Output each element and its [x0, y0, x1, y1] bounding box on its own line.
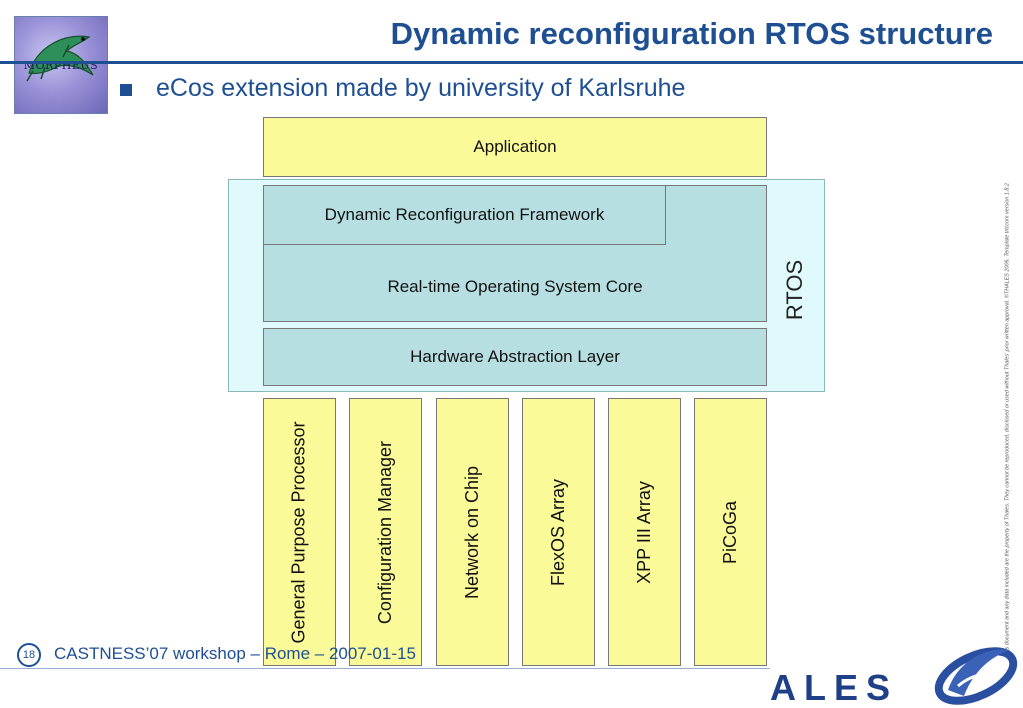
hardware-box: Network on Chip	[436, 398, 509, 666]
disclaimer: This document and any data included are …	[988, 183, 1023, 657]
rtos-side-label: RTOS	[770, 250, 820, 330]
hardware-label: Configuration Manager	[375, 440, 395, 624]
page-number: 18	[17, 643, 41, 667]
framework-box: Dynamic Reconfiguration Framework	[263, 185, 666, 245]
application-label: Application	[473, 137, 557, 156]
bullet-text: eCos extension made by university of Kar…	[156, 74, 686, 102]
page-title: Dynamic reconfiguration RTOS structure	[390, 16, 993, 51]
application-box: Application	[263, 117, 767, 177]
hardware-box: XPP III Array	[608, 398, 681, 666]
rtos-label: RTOS	[782, 259, 808, 321]
core-label: Real-time Operating System Core	[387, 277, 643, 296]
footer-rule	[0, 668, 770, 669]
lizard-icon	[26, 35, 94, 82]
morpheus-logo: MORPHEUS	[14, 16, 108, 114]
header-rule	[0, 61, 1023, 64]
footer-text: CASTNESS’07 workshop – Rome – 2007-01-15	[54, 644, 416, 663]
hardware-label: PiCoGa	[720, 500, 740, 564]
hardware-box: PiCoGa	[694, 398, 767, 666]
hal-box: Hardware Abstraction Layer	[263, 328, 767, 386]
bullet-square-icon	[120, 84, 132, 96]
hardware-box: Configuration Manager	[349, 398, 422, 666]
core-label-area: Real-time Operating System Core	[263, 252, 767, 322]
hardware-label: FlexOS Array	[548, 478, 568, 586]
framework-label: Dynamic Reconfiguration Framework	[324, 205, 605, 224]
thales-swirl-logo-icon	[934, 647, 1018, 705]
hardware-box: General Purpose Processor	[263, 398, 336, 666]
disclaimer-text: This document and any data included are …	[1004, 183, 1011, 657]
hardware-label: General Purpose Processor	[289, 420, 310, 644]
hardware-box: FlexOS Array	[522, 398, 595, 666]
hardware-label: Network on Chip	[462, 465, 482, 599]
hardware-label: XPP III Array	[634, 480, 654, 584]
brand-wordmark: ALES	[770, 667, 899, 708]
hal-label: Hardware Abstraction Layer	[410, 347, 620, 366]
